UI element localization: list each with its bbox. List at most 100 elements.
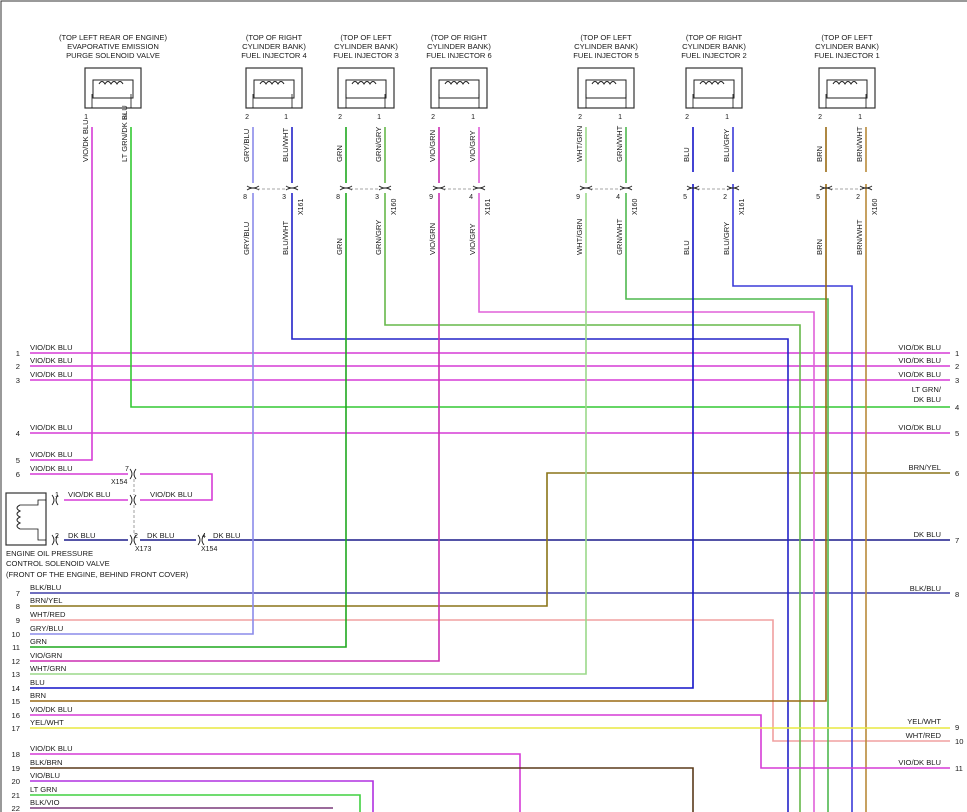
coil-leads [91,94,132,108]
wire-label: BRN/WHT [855,219,864,255]
oil-valve-title: (FRONT OF THE ENGINE, BEHIND FRONT COVER… [6,570,189,579]
terminal-wire-label: BLK/BLU [30,583,61,592]
coil-leads [692,94,734,108]
wire-label: VIO/GRY [468,223,477,255]
wire-label: GRY/BLU [242,222,251,255]
connector-id: X154 [111,479,127,486]
wire-inj4-a [30,127,254,635]
wire-layer [30,127,950,812]
terminal-number: 2 [955,362,959,371]
wire-label: BLU/GRY [722,222,731,255]
pin-number: 2 [578,114,582,121]
component-title: FUEL INJECTOR 4 [241,51,306,60]
component-coil-box [585,79,627,99]
terminal-number: 4 [955,403,959,412]
wire-label: DK BLU [147,531,174,540]
terminal-number: 1 [955,349,959,358]
wire-row-8 [30,472,950,607]
connector-icon [819,185,833,191]
terminal-number: 21 [12,791,20,800]
terminal-wire-label: WHT/GRN [30,664,66,673]
connector-pin: 8 [243,194,247,201]
wire-inj4-b [291,127,789,812]
wire-purge-1 [30,127,93,461]
coil-leads [252,94,293,108]
connector-icon [246,185,260,191]
coil-leads [585,94,627,108]
connector-id: X160 [872,199,879,215]
component-1: (TOP LEFT REAR OF ENGINE)EVAPORATIVE EMI… [59,33,167,162]
connector-id: X154 [201,546,217,553]
terminal-number: 6 [955,469,959,478]
wire-label: BRN [815,239,824,255]
pin-number: 2 [431,114,435,121]
component-title: CYLINDER BANK) [242,42,306,51]
component-title: FUEL INJECTOR 5 [573,51,638,60]
component-title: EVAPORATIVE EMISSION [67,42,159,51]
pin-number: 2 [818,114,822,121]
pin-number: 1 [618,114,622,121]
terminal-wire-label: VIO/DK BLU [30,356,73,365]
terminal-wire-label: DK BLU [914,395,941,404]
connector-id: X160 [632,199,639,215]
terminal-wire-label: WHT/RED [30,610,66,619]
wire-row-9 [30,619,950,742]
component-title: CYLINDER BANK) [427,42,491,51]
component-title: FUEL INJECTOR 3 [333,51,398,60]
component-title: (TOP OF LEFT [580,33,632,42]
terminal-number: 10 [12,630,20,639]
component-body [430,67,488,109]
component-title: CYLINDER BANK) [574,42,638,51]
component-title: (TOP LEFT REAR OF ENGINE) [59,33,167,42]
coil-icon [699,81,725,85]
terminal-number: 17 [12,724,20,733]
wire-label: VIO/DK BLU [81,119,90,162]
coil-leads [825,94,867,108]
connector-pin: 2 [134,533,138,540]
connector-pin: 4 [202,533,206,540]
terminal-number: 1 [16,349,20,358]
wire-inj6-b [478,127,815,812]
oil-valve-pin: 2 [55,533,59,540]
coil-leads [345,94,386,108]
terminal-number: 3 [16,376,20,385]
wire-label: VIO/GRN [428,223,437,255]
terminal-number: 6 [16,470,20,479]
connector-pin: 5 [816,194,820,201]
wire-label: BLU [682,147,691,162]
connector-pin: 2 [856,194,860,201]
connector-id: X161 [485,199,492,215]
coil-icon [832,81,858,85]
wire-label: GRN/WHT [615,218,624,255]
coil-icon [16,504,22,530]
connector-id: X161 [739,199,746,215]
terminal-number: 3 [955,376,959,385]
terminal-number: 11 [12,643,20,652]
wire-inj5-b [625,127,829,812]
oil-valve-leads [20,499,46,541]
terminal-wire-label: BLU [30,678,45,687]
terminal-wire-label: BLK/BLU [910,584,941,593]
wire-label: BLU/GRY [722,129,731,162]
connector-icon [285,185,299,191]
terminal-number: 11 [955,764,963,773]
connector-icon [859,185,873,191]
wire-inj3-b [384,127,801,812]
terminal-wire-label: YEL/WHT [30,718,64,727]
connector-icon [472,185,486,191]
connector-pin: 4 [469,194,473,201]
connector-icon [129,534,137,546]
terminal-wire-label: VIO/DK BLU [30,343,73,352]
terminal-number: 15 [12,697,20,706]
component-title: PURGE SOLENOID VALVE [66,51,160,60]
connector-id: X161 [298,199,305,215]
terminal-wire-label: VIO/DK BLU [898,356,941,365]
wire-label: BLU/WHT [281,127,290,162]
connector-pin: 9 [429,194,433,201]
connector-icon [129,494,137,506]
component-title: (TOP OF RIGHT [686,33,743,42]
coil-icon [591,81,617,85]
